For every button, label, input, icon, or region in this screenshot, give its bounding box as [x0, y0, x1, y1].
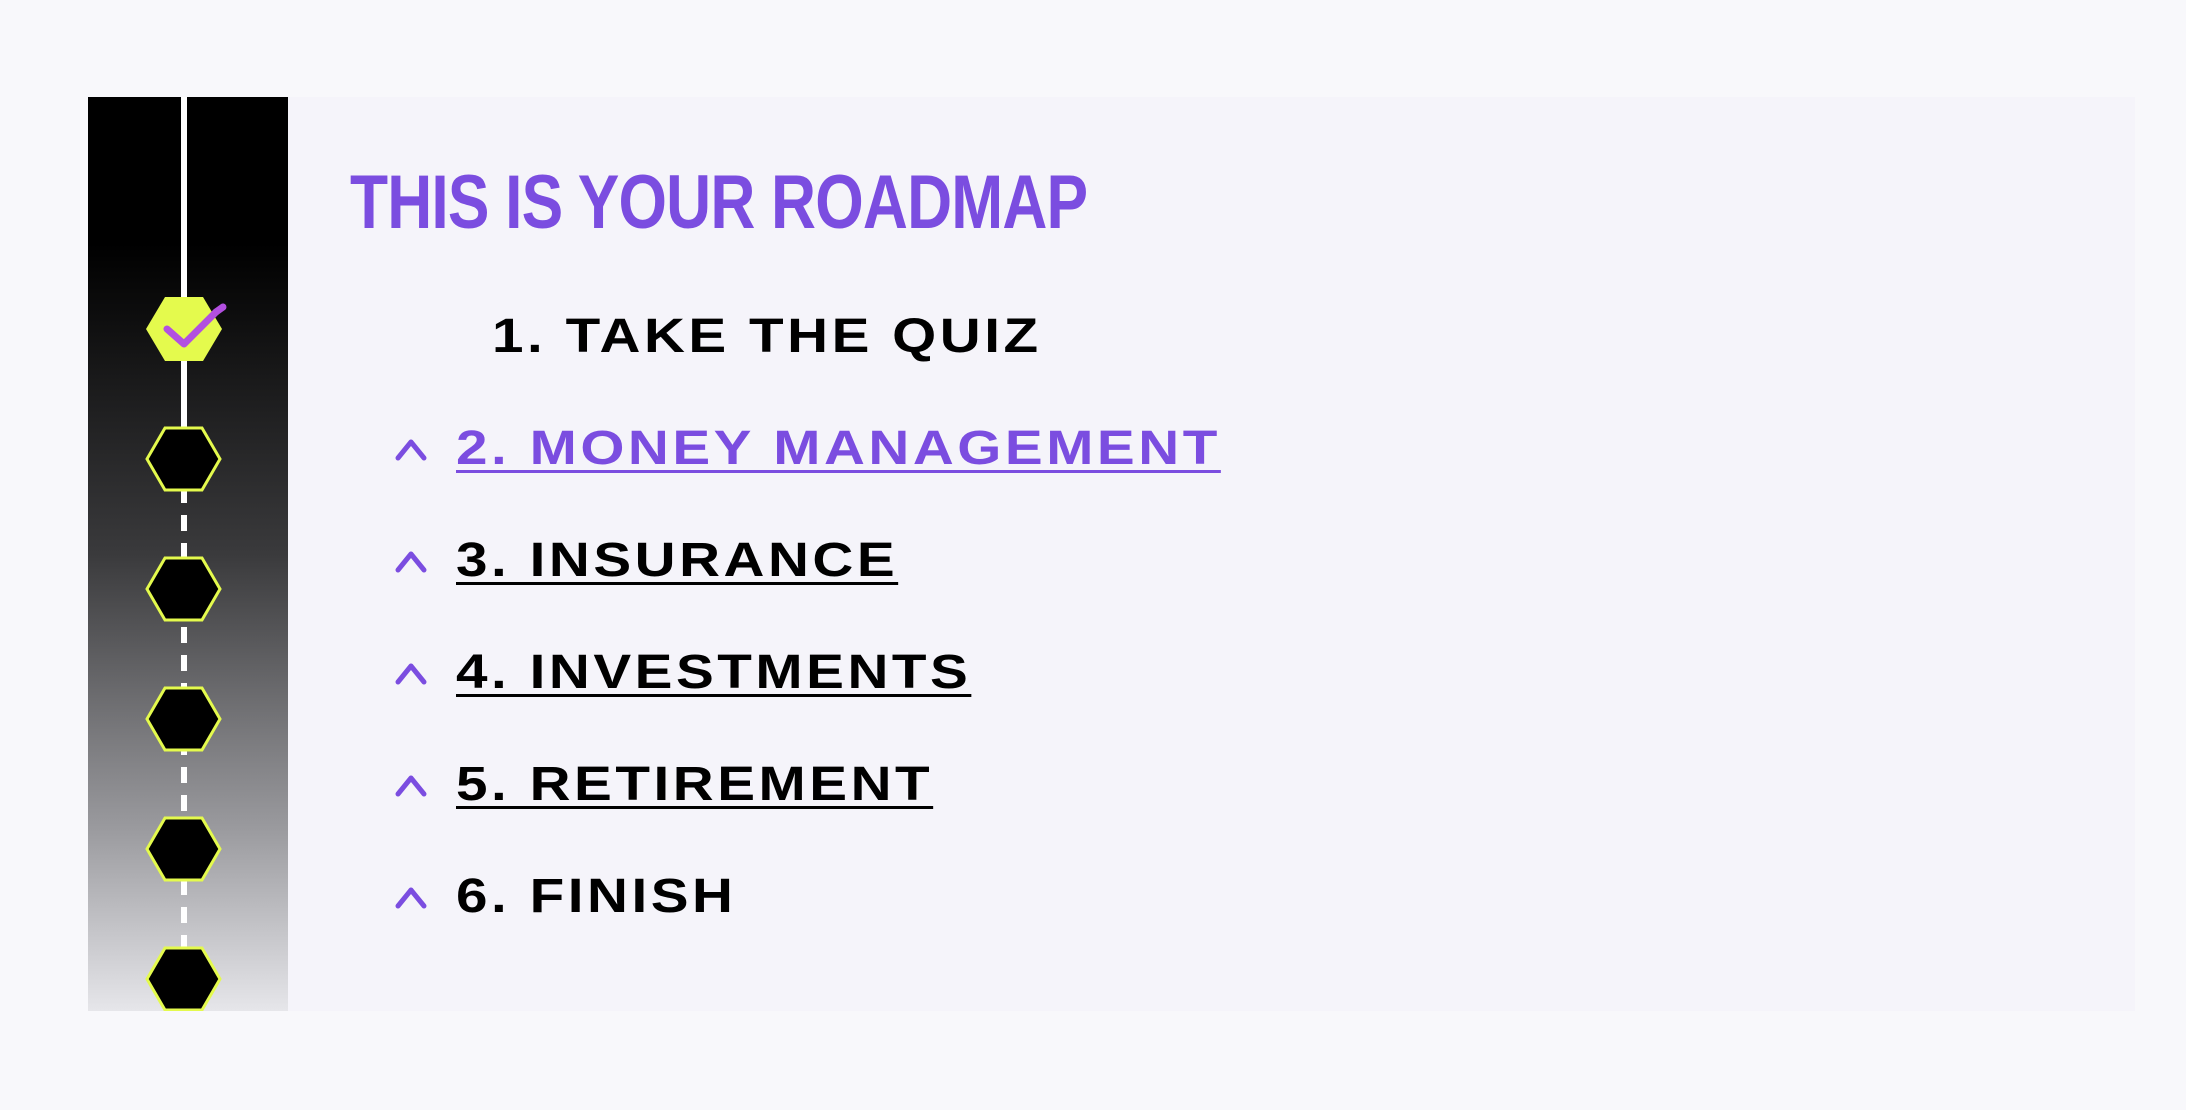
chevron-up-icon[interactable]	[390, 542, 432, 578]
hexagon-icon	[145, 556, 222, 622]
chevron-up-icon[interactable]	[390, 654, 432, 690]
chevron-up-icon[interactable]	[390, 430, 432, 466]
chevron-up-icon[interactable]	[390, 766, 432, 802]
roadmap-step-take-the-quiz: 1. TAKE THE QUIZ	[390, 306, 1038, 366]
step-link[interactable]: 2. MONEY MANAGEMENT	[456, 421, 1221, 475]
roadmap-step-finish[interactable]: 6. FINISH	[390, 866, 733, 926]
roadmap-title: THIS IS YOUR ROADMAP	[350, 160, 1088, 245]
hexagon-icon	[145, 946, 222, 1011]
progress-track	[145, 97, 227, 1011]
chevron-placeholder	[390, 318, 432, 354]
step-link[interactable]: 3. INSURANCE	[456, 533, 899, 587]
chevron-up-icon[interactable]	[390, 878, 432, 914]
roadmap-step-insurance[interactable]: 3. INSURANCE	[390, 530, 895, 590]
hexagon-icon	[145, 816, 222, 882]
step-link[interactable]: 4. INVESTMENTS	[456, 645, 972, 699]
step-link[interactable]: 5. RETIREMENT	[456, 757, 934, 811]
step-label: 1. TAKE THE QUIZ	[492, 309, 1042, 363]
roadmap-step-investments[interactable]: 4. INVESTMENTS	[390, 642, 968, 702]
hexagon-icon	[145, 686, 222, 752]
roadmap-card	[88, 97, 2135, 1011]
progress-rail	[88, 97, 288, 1011]
roadmap-step-money-management[interactable]: 2. MONEY MANAGEMENT	[390, 418, 1217, 478]
roadmap-step-retirement[interactable]: 5. RETIREMENT	[390, 754, 930, 814]
step-label[interactable]: 6. FINISH	[456, 869, 737, 923]
hexagon-icon	[145, 426, 222, 492]
hexagon-check-icon	[146, 297, 227, 361]
